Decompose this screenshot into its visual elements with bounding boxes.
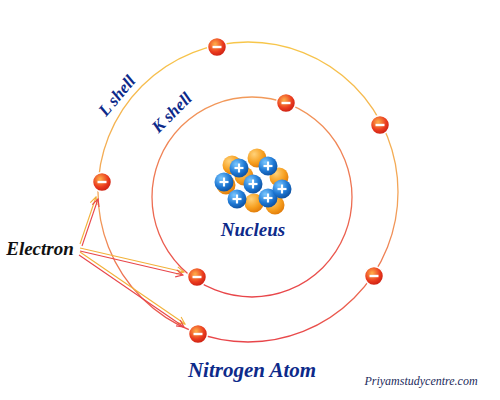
- shell-label: L shell: [96, 72, 141, 120]
- leader-arrow: [79, 197, 185, 327]
- electron-symbol: [93, 38, 390, 344]
- nucleus-cluster: [215, 149, 292, 215]
- nucleus-label: Nucleus: [221, 220, 285, 241]
- shell-label: K shell: [148, 89, 196, 137]
- electron-symbol: [188, 94, 296, 287]
- watermark: Priyamstudycentre.com: [364, 375, 477, 388]
- l-shell-orbit: [98, 42, 398, 342]
- electron-label: Electron: [6, 239, 74, 260]
- caption: Nitrogen Atom: [188, 359, 316, 382]
- k-shell-orbit: [152, 97, 352, 297]
